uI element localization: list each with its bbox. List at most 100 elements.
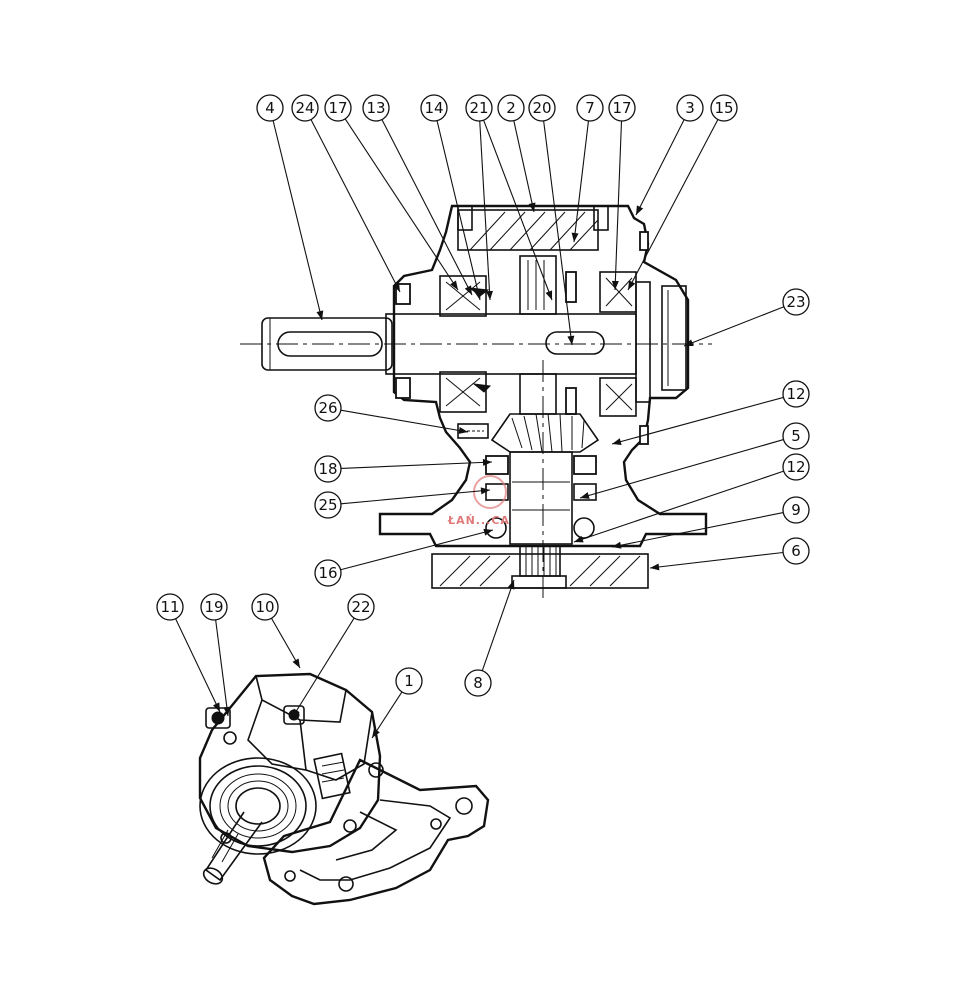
callout-bubble-15: 15 [710,94,738,122]
watermark-text: ŁAŃ...CA [447,514,510,527]
callout-label: 26 [318,399,337,417]
leader-line-1 [371,691,403,739]
callout-bubble-5: 5 [782,422,810,450]
leader-line-6 [649,551,784,569]
leader-arrow-26 [458,427,468,434]
callout-bubble-3: 3 [676,94,704,122]
callout-bubble-12: 12 [782,380,810,408]
gearbox-isometric-view [198,672,490,906]
callout-leaders [175,118,785,739]
callout-bubble-16: 16 [314,559,342,587]
leader-arrow-3 [636,205,644,215]
callout-bubble-4: 4 [256,94,284,122]
callout-bubble-7: 7 [576,94,604,122]
leader-line-7 [573,120,590,243]
leader-line-23 [683,306,785,347]
leader-line-26 [340,409,469,433]
callout-label: 11 [160,598,179,616]
callout-label: 7 [585,99,595,117]
leader-arrow-12 [574,535,584,543]
leader-line-12 [611,396,784,445]
leader-arrow-22 [292,708,300,718]
leader-line-4 [272,120,323,321]
leader-arrow-17 [611,280,619,290]
leader-arrow-1 [372,728,380,738]
callout-label: 23 [786,293,805,311]
callout-bubble-2: 2 [497,94,525,122]
leader-arrow-6 [650,563,660,571]
leader-line-21 [479,120,491,301]
leader-arrow-11 [212,702,220,712]
bevel-ring-gear [519,255,577,415]
oil-fill-plug [283,705,305,725]
leader-line-5 [579,439,784,499]
housing-top-hatch [457,205,609,251]
callout-bubble-10: 10 [251,593,279,621]
callout-label: 5 [791,427,801,445]
callout-label: 12 [786,458,805,476]
callout-label: 17 [328,99,347,117]
gearbox-section-view [240,204,712,600]
leader-arrow-20 [567,335,575,345]
bottom-flange [431,553,649,589]
callout-label: 15 [714,99,733,117]
callout-label: 10 [255,598,274,616]
leader-line-20 [543,120,573,346]
leader-arrow-17 [450,280,458,290]
leader-arrow-16 [483,528,493,536]
leader-line-21 [483,119,553,301]
callout-bubble-11: 11 [156,593,184,621]
callout-label: 13 [366,99,385,117]
callout-bubble-9: 9 [782,496,810,524]
mounting-bracket [262,758,490,906]
callout-label: 22 [351,598,370,616]
callout-bubble-8: 8 [464,669,492,697]
callout-label: 12 [786,385,805,403]
callout-bubble-21: 21 [465,94,493,122]
callout-bubble-6: 6 [782,537,810,565]
callout-bubble-26: 26 [314,394,342,422]
callout-label: 18 [318,460,337,478]
leader-arrow-5 [580,492,590,499]
leader-line-17 [614,120,623,291]
callout-label: 19 [204,598,223,616]
leader-line-22 [291,617,355,719]
leader-arrow-19 [223,706,231,716]
callout-bubble-20: 20 [528,94,556,122]
left-bearing-assembly [395,275,492,413]
leader-arrow-18 [482,458,492,466]
callout-bubble-23: 23 [782,288,810,316]
callout-bubble-14: 14 [420,94,448,122]
leader-line-25 [340,489,491,505]
leader-arrow-24 [392,282,400,292]
callout-bubble-17: 17 [324,94,352,122]
callout-bubble-19: 19 [200,593,228,621]
callout-bubble-17: 17 [608,94,636,122]
front-flange [199,757,317,855]
leader-arrow-14 [474,290,482,300]
leader-line-24 [310,119,401,293]
leader-line-3 [635,119,685,216]
leader-arrow-25 [480,487,490,495]
oil-plug [457,423,489,439]
leader-arrow-9 [612,541,622,549]
leader-arrow-7 [571,232,579,242]
leader-line-13 [381,119,473,296]
leader-arrow-23 [684,339,694,346]
callout-label: 3 [685,99,695,117]
leader-line-10 [270,618,301,669]
callout-label: 21 [469,99,488,117]
bevel-pinion-gear [490,413,600,453]
leader-arrow-12 [612,438,622,446]
callout-label: 24 [295,99,314,117]
callout-bubble-12: 12 [782,453,810,481]
leader-line-18 [340,461,493,469]
output-shaft [485,451,597,577]
callout-label: 25 [318,496,337,514]
isometric-housing [198,672,382,854]
callout-bubble-25: 25 [314,491,342,519]
right-bearing-assembly [599,271,687,417]
callout-bubble-18: 18 [314,455,342,483]
leader-arrow-10 [292,658,300,668]
callout-label: 20 [532,99,551,117]
